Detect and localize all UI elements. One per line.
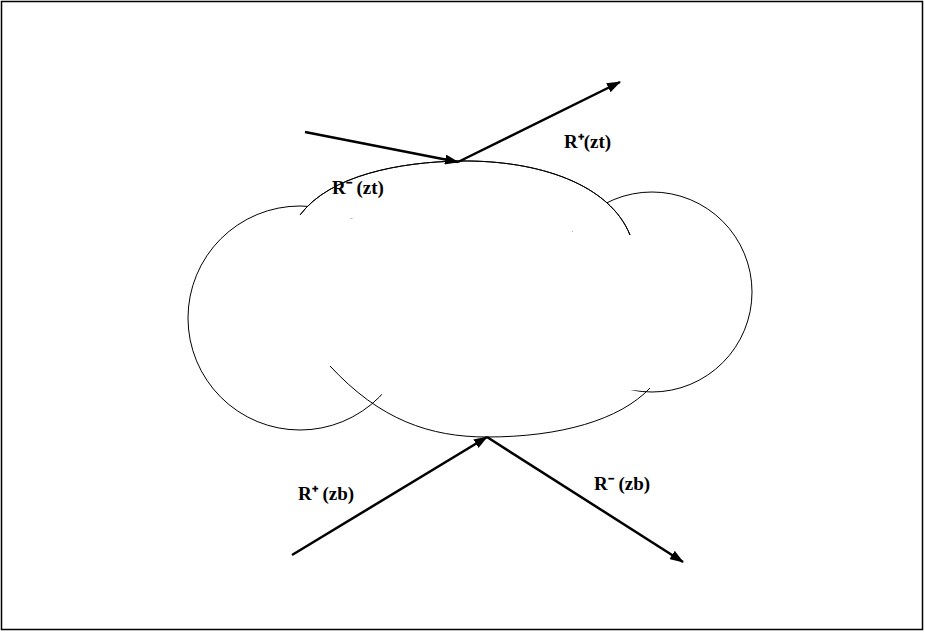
outgoing-arrow	[487, 437, 683, 562]
flux-label: R⁻ (zt)	[330, 174, 386, 200]
flux-label: R⁺(zt)	[562, 128, 613, 154]
incoming-arrow	[305, 132, 458, 162]
incoming-arrow	[292, 437, 487, 555]
flux-label: R⁺ (zb)	[296, 480, 356, 506]
outgoing-arrow	[458, 82, 620, 162]
cloud-bottom	[330, 366, 650, 437]
flux-label: R⁻ (zb)	[592, 470, 652, 496]
